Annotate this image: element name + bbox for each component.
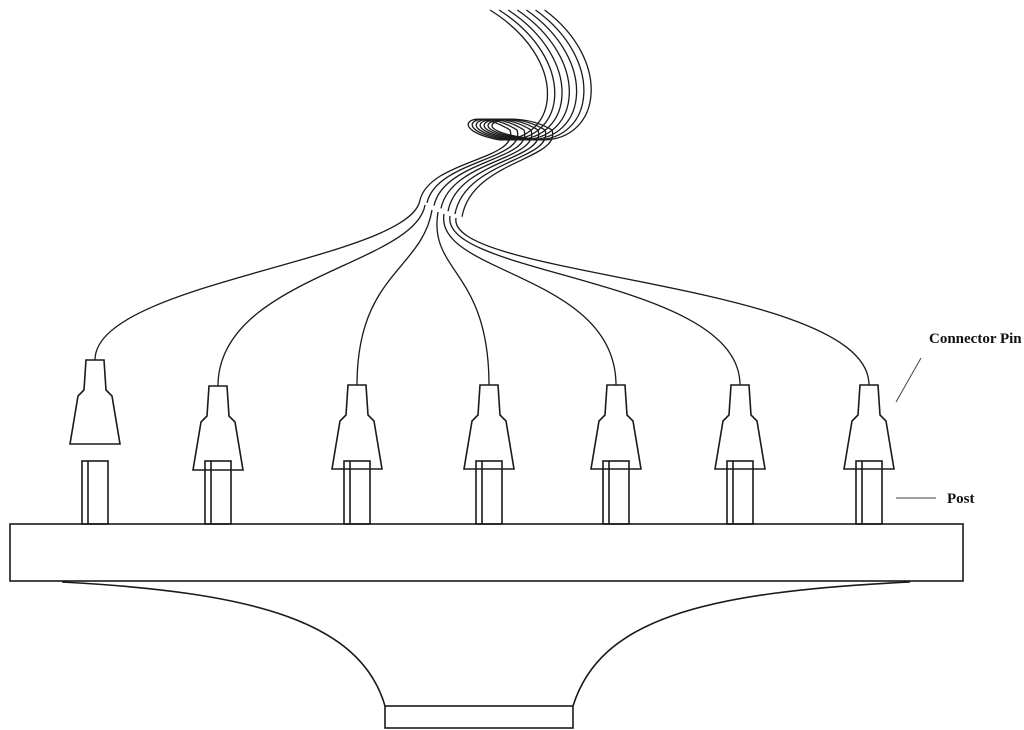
connector-pin-label: Connector Pin [929, 331, 1022, 347]
wire [443, 213, 617, 386]
post [81, 460, 109, 525]
base-foot [384, 705, 574, 729]
connector-pin [843, 384, 895, 470]
post [343, 460, 371, 525]
base-stem [61, 581, 911, 707]
post [726, 460, 754, 525]
connector-pin [590, 384, 642, 470]
bundle-strand [447, 9, 578, 212]
post-label: Post [947, 491, 975, 507]
wire [356, 209, 433, 386]
bundle-strand [461, 9, 592, 217]
bundle-strand [454, 9, 585, 215]
wire [449, 215, 741, 386]
wires [94, 199, 870, 387]
connector-pin-leader [895, 357, 922, 403]
post [855, 460, 883, 525]
connector-pin [331, 384, 383, 470]
post [602, 460, 630, 525]
wire [436, 211, 490, 386]
wire [455, 217, 870, 386]
connector-pins [69, 359, 895, 471]
connector-pin [463, 384, 515, 470]
bundle-strand [426, 9, 556, 203]
post [475, 460, 503, 525]
connector-pin [69, 359, 121, 445]
wire [217, 204, 426, 387]
bundle-strand [419, 9, 549, 201]
base-plate [9, 523, 964, 582]
connector-pin [192, 385, 244, 471]
bundle-strand [433, 9, 563, 206]
bundle-strand [440, 9, 570, 209]
connector-pin [714, 384, 766, 470]
wire-bundle [419, 9, 592, 217]
wire [94, 199, 421, 361]
